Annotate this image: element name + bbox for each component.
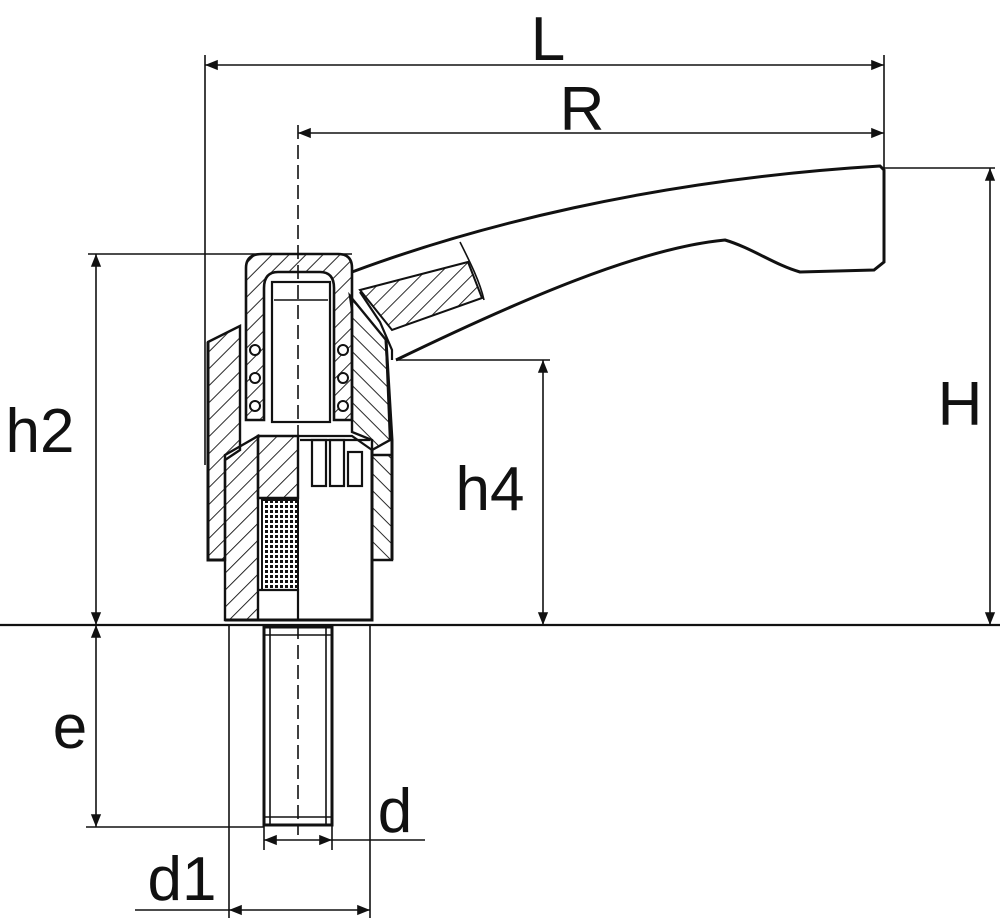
dimension-h4 [396,359,550,625]
label-R: R [560,75,605,144]
thread-grid [261,499,299,591]
label-d1: d1 [148,845,217,914]
dimension-h2 [88,253,352,625]
dimension-H [884,167,996,625]
label-h2: h2 [6,397,75,466]
dimension-d [263,825,425,850]
label-h4: h4 [456,455,525,524]
spring-balls [249,344,349,412]
dimension-L [204,55,885,465]
label-d: d [378,777,412,846]
label-H: H [938,370,983,439]
lever-arm [351,164,886,362]
dimension-e [86,625,264,828]
ratchet-teeth [300,438,370,488]
dimension-d1 [135,625,371,918]
label-e: e [53,693,87,762]
threaded-insert [223,433,374,622]
cap [244,252,354,424]
threaded-stud [262,625,334,827]
label-L: L [531,5,565,74]
lever-section-hatch [358,260,484,332]
